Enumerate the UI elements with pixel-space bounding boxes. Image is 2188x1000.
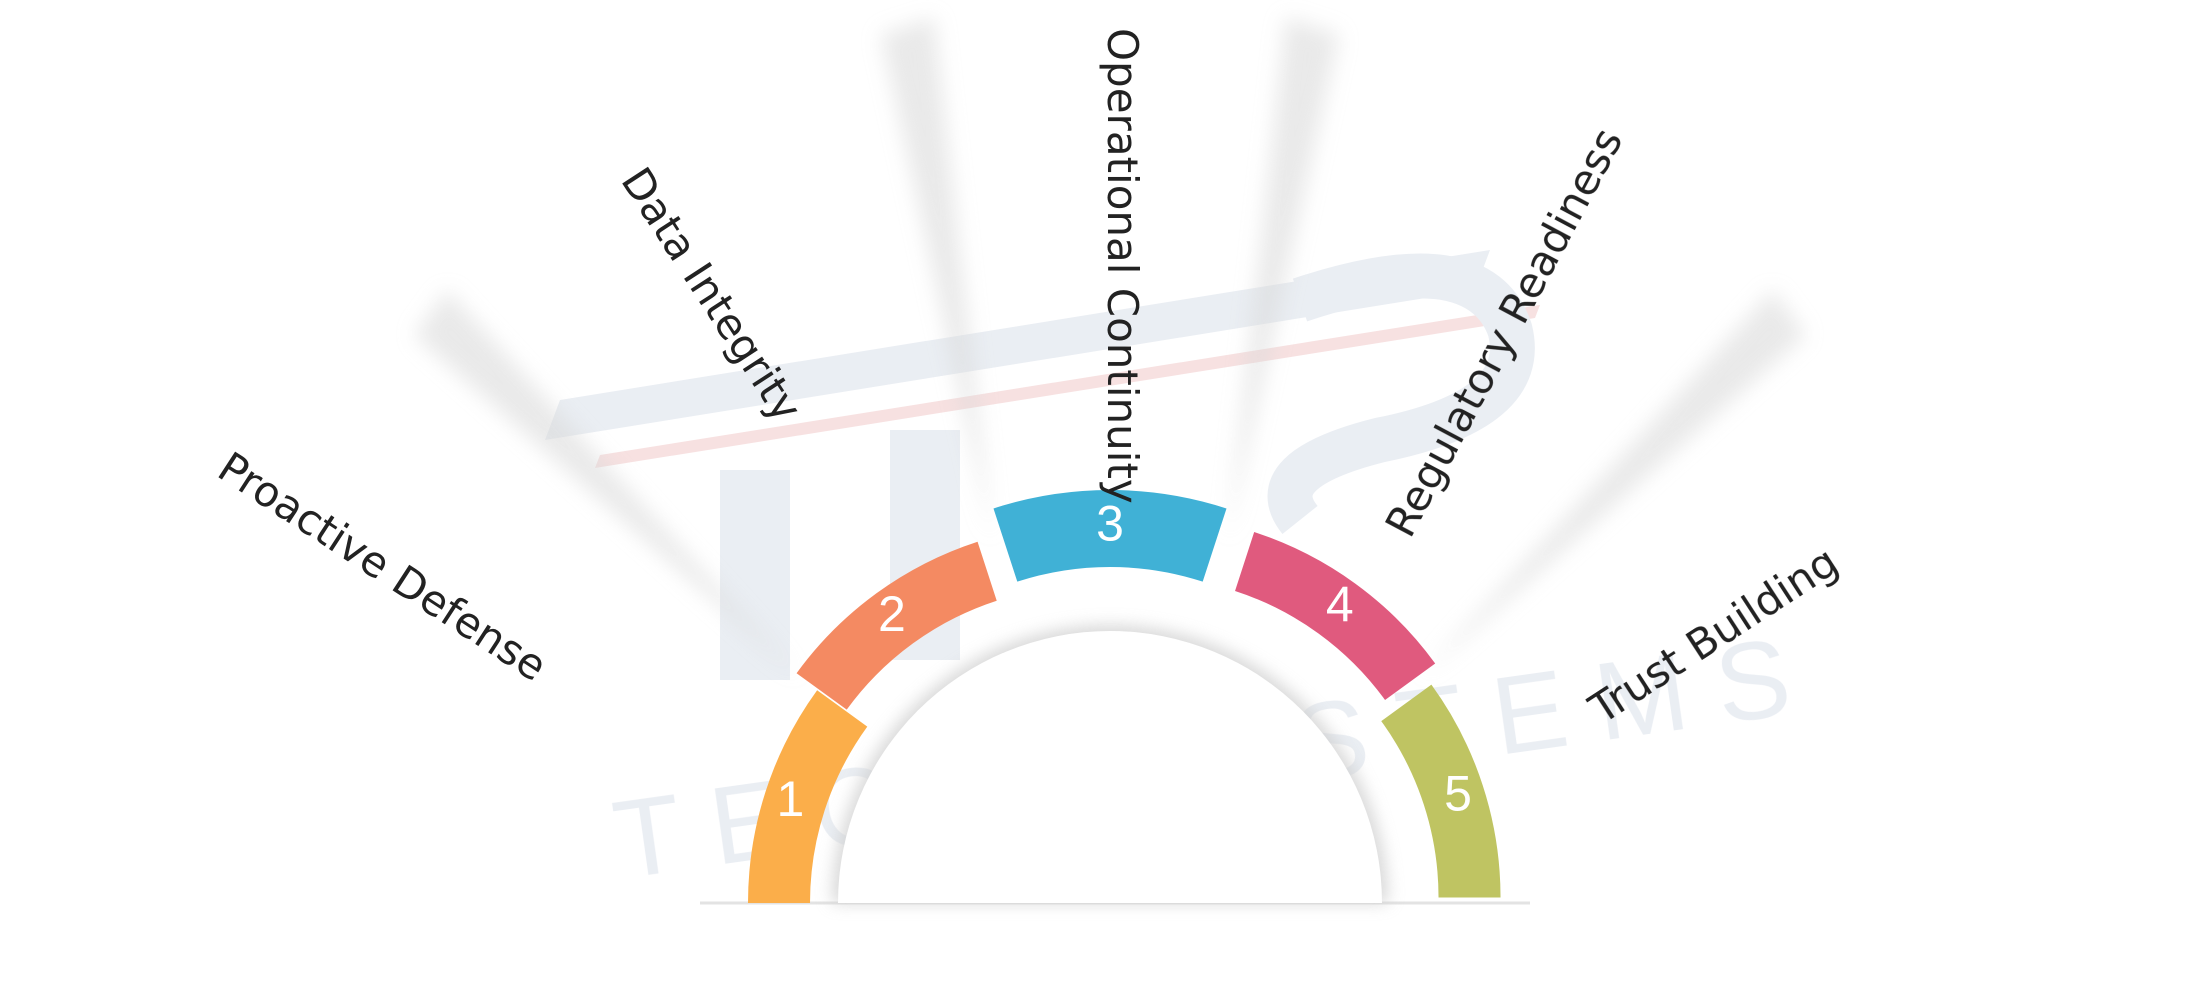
segment-number-2: 2 — [878, 586, 906, 642]
watermark-letter-bar-1 — [720, 470, 790, 680]
segment-number-3: 3 — [1096, 496, 1124, 552]
inner-disc — [832, 625, 1388, 903]
segment-number-4: 4 — [1326, 576, 1354, 632]
ray-shadow — [880, 17, 992, 540]
step-label-3: Operational Continuity — [1098, 28, 1147, 504]
ray-shadows — [414, 17, 1806, 679]
inner-disc-fill — [838, 631, 1382, 903]
segment-number-1: 1 — [777, 771, 805, 827]
ring-segment-5 — [1381, 684, 1501, 898]
ring-segments — [748, 490, 1501, 903]
watermark-stroke-top — [545, 250, 1490, 440]
ring-segment-1 — [748, 690, 868, 903]
ring-segment-4 — [1235, 532, 1436, 700]
ring-segment-2 — [796, 541, 997, 710]
ray-shadow — [1228, 17, 1340, 540]
watermark-letter-s — [1267, 253, 1535, 535]
ring-segment-3 — [993, 490, 1227, 582]
ray-shadow — [1419, 289, 1806, 679]
segment-numbers: 1 2 3 4 5 — [777, 496, 1472, 828]
segment-number-5: 5 — [1444, 766, 1472, 822]
step-label-1: Proactive Defense — [210, 442, 556, 690]
watermark-stroke-accent — [595, 305, 1540, 468]
ray-shadow — [414, 289, 801, 679]
